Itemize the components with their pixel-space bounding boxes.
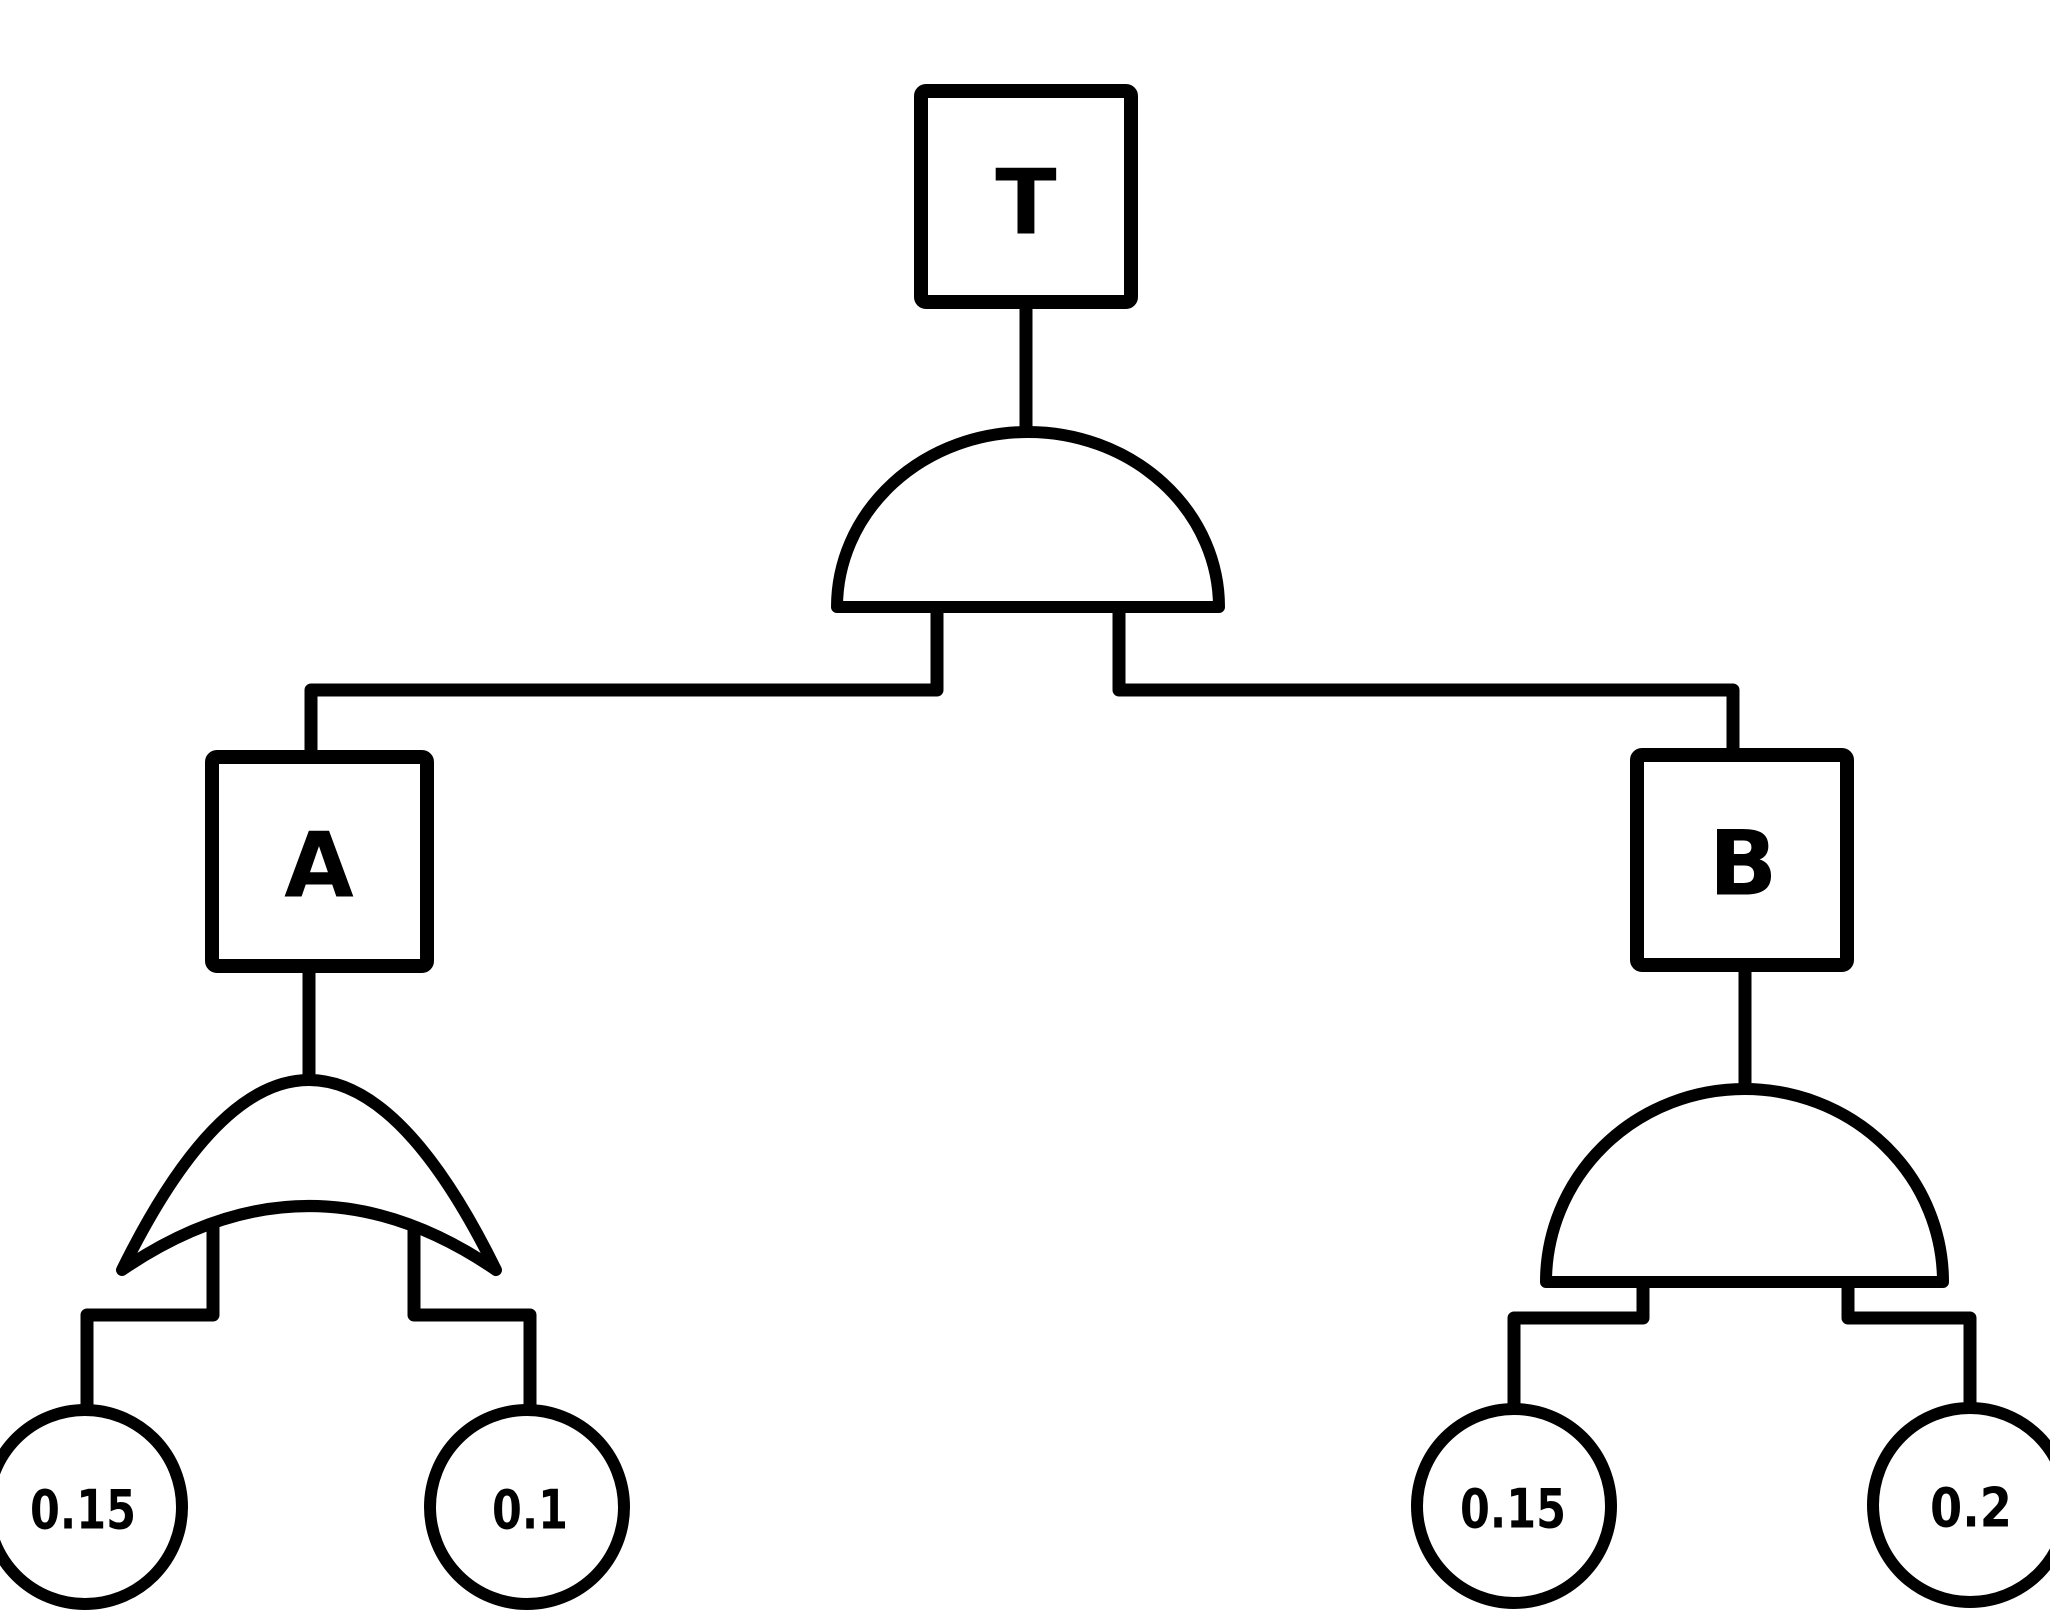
connector-and-gate-b-to-basic-b2 xyxy=(1841,1274,1977,1415)
connector-and-gate-to-event-b xyxy=(1112,601,1740,761)
connector-and-gate-to-event-a xyxy=(304,601,944,763)
and-gate-b xyxy=(1540,1083,1949,1288)
basic-event-a2-probability: 0.1 xyxy=(492,1479,568,1542)
top-event-box xyxy=(914,84,1138,309)
or-gate-a xyxy=(116,1074,502,1276)
basic-event-b1-circle xyxy=(1411,1403,1617,1609)
basic-event-a1-circle xyxy=(0,1404,188,1610)
and-gate-top xyxy=(831,426,1225,613)
basic-event-b1-probability: 0.15 xyxy=(1460,1478,1566,1541)
basic-event-a1-probability: 0.15 xyxy=(30,1479,136,1542)
basic-event-b2-probability: 0.2 xyxy=(1930,1477,2012,1540)
event-a-box xyxy=(205,750,434,973)
top-event-label: T xyxy=(995,151,1056,256)
basic-event-a2-circle xyxy=(424,1404,630,1610)
event-a-label: A xyxy=(284,814,354,919)
event-b-box xyxy=(1630,748,1854,972)
basic-event-b2-circle xyxy=(1867,1402,2050,1608)
connector-and-gate-b-to-basic-b1 xyxy=(1507,1274,1650,1415)
event-b-label: B xyxy=(1709,812,1778,917)
connector-or-gate-to-basic-a1 xyxy=(80,1222,220,1416)
connector-or-gate-to-basic-a2 xyxy=(407,1222,537,1416)
